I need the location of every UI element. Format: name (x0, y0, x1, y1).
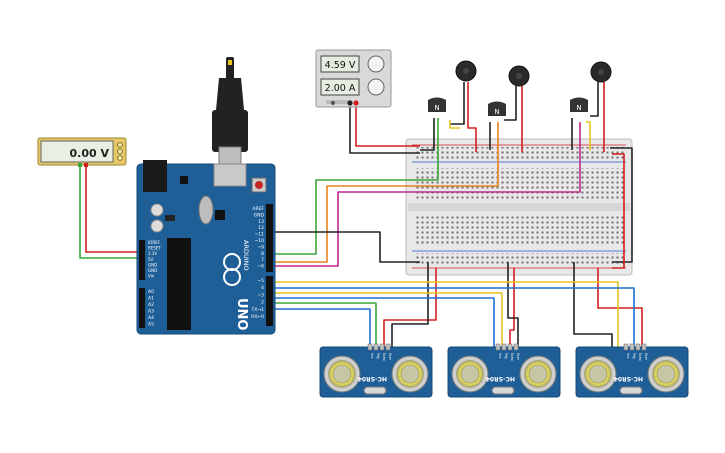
power-pin-label: 3.3V (148, 251, 157, 256)
sensor-pin-label: Vcc (626, 353, 630, 359)
digital-pin-label: AREF (252, 206, 264, 212)
digital-pin-label: RX←0 (251, 314, 264, 320)
vibration-motor-3[interactable] (590, 61, 612, 83)
wire-green-pin9 (275, 118, 439, 255)
voltmeter[interactable]: 0.00 V (37, 137, 127, 167)
psu-voltage: 4.59 V (325, 60, 356, 71)
analog-pin-label: A5 (148, 322, 154, 328)
digital-pin-label: 2 (261, 300, 264, 306)
wire-motor1-black (450, 82, 465, 125)
atmega-chip (167, 238, 191, 330)
analog-pin-label: A4 (148, 315, 154, 321)
transistor-2[interactable]: N (488, 101, 506, 117)
sensor-pin-label: Trig (632, 352, 636, 359)
power-pin-label: IOREF (148, 240, 161, 245)
digital-pin-label: 12 (258, 225, 264, 231)
psu-current-knob[interactable] (367, 78, 385, 96)
digital-pin-label: ~3 (257, 292, 264, 298)
power-pin-label: GND (148, 262, 157, 267)
psu-current: 2.00 A (325, 83, 356, 94)
digital-pin-label: ~10 (255, 238, 265, 244)
sensor-pin-label: Gnd (644, 353, 648, 360)
sensor-pin-label: Trig (504, 352, 508, 359)
wires (79, 82, 643, 348)
analog-pin-label: A3 (148, 309, 154, 315)
wire-black-gnd (275, 231, 420, 263)
analog-pin-label: A1 (148, 296, 154, 302)
arduino-model: UNO (234, 298, 249, 331)
digital-pin-label: 8 (261, 251, 264, 257)
transistor-3[interactable]: N (570, 97, 588, 113)
svg-text:N: N (494, 108, 499, 116)
sensor-pin-label: Gnd (516, 353, 520, 360)
power-supply[interactable]: 4.59 V 2.00 A (315, 49, 392, 108)
digital-pin-label: TX→1 (251, 307, 265, 313)
wire-motor1-red (467, 82, 477, 152)
sensor-pin-label: Echo (638, 353, 642, 361)
usb-cable (212, 57, 248, 168)
breadboard (405, 138, 633, 276)
wire-motor2-black (504, 86, 517, 121)
power-pin-label: Vin (148, 274, 155, 279)
wire-psu-red (355, 106, 420, 147)
wire-motor3-black (590, 82, 599, 117)
wire-orange-pin10 (275, 122, 499, 263)
wire-voltmeter-red (85, 165, 137, 253)
digital-pin-label: ~11 (255, 232, 265, 238)
digital-pin-label: 4 (261, 285, 264, 291)
vibration-motor-1[interactable] (455, 60, 477, 82)
transistor-1[interactable]: N (428, 97, 446, 113)
analog-pin-label: A2 (148, 302, 154, 308)
digital-pin-label: ~9 (257, 244, 264, 250)
sensor-pin-label: Gnd (388, 353, 392, 360)
power-pin-label: RESET (148, 246, 161, 251)
analog-pin-label: A0 (148, 289, 154, 295)
sensor-label: HC-SR04 (358, 375, 387, 382)
sensor-pin-label: Vcc (370, 353, 374, 359)
wire-voltmeter-green (79, 165, 137, 259)
sensor-label: HC-SR04 (486, 375, 515, 382)
digital-pin-label: ~6 (257, 264, 264, 270)
arduino-logo (223, 253, 241, 286)
digital-pin-label: GND (254, 212, 265, 218)
wire-psu-black (349, 106, 420, 154)
vibration-motor-2[interactable] (508, 65, 530, 87)
svg-text:N: N (576, 104, 581, 112)
sensor-label: HC-SR04 (614, 375, 643, 382)
barrel-jack (143, 160, 167, 192)
power-pin-label: GND (148, 268, 157, 273)
sensor-pin-label: Echo (510, 353, 514, 361)
psu-voltage-knob[interactable] (367, 55, 385, 73)
digital-pin-label: ~5 (257, 278, 264, 284)
arduino-brand: ARDUINO (242, 240, 250, 271)
voltmeter-reading: 0.00 V (70, 147, 110, 160)
sensor-pin-label: Echo (382, 353, 386, 361)
sensor-pin-label: Trig (376, 352, 380, 359)
power-pin-label: 5V (148, 257, 154, 262)
digital-pin-label: 13 (258, 219, 264, 225)
digital-pin-label: 7 (261, 257, 264, 263)
sensor-pin-label: Vcc (498, 353, 502, 359)
wire-magenta-pin11 (275, 122, 581, 267)
svg-text:N: N (434, 104, 439, 112)
